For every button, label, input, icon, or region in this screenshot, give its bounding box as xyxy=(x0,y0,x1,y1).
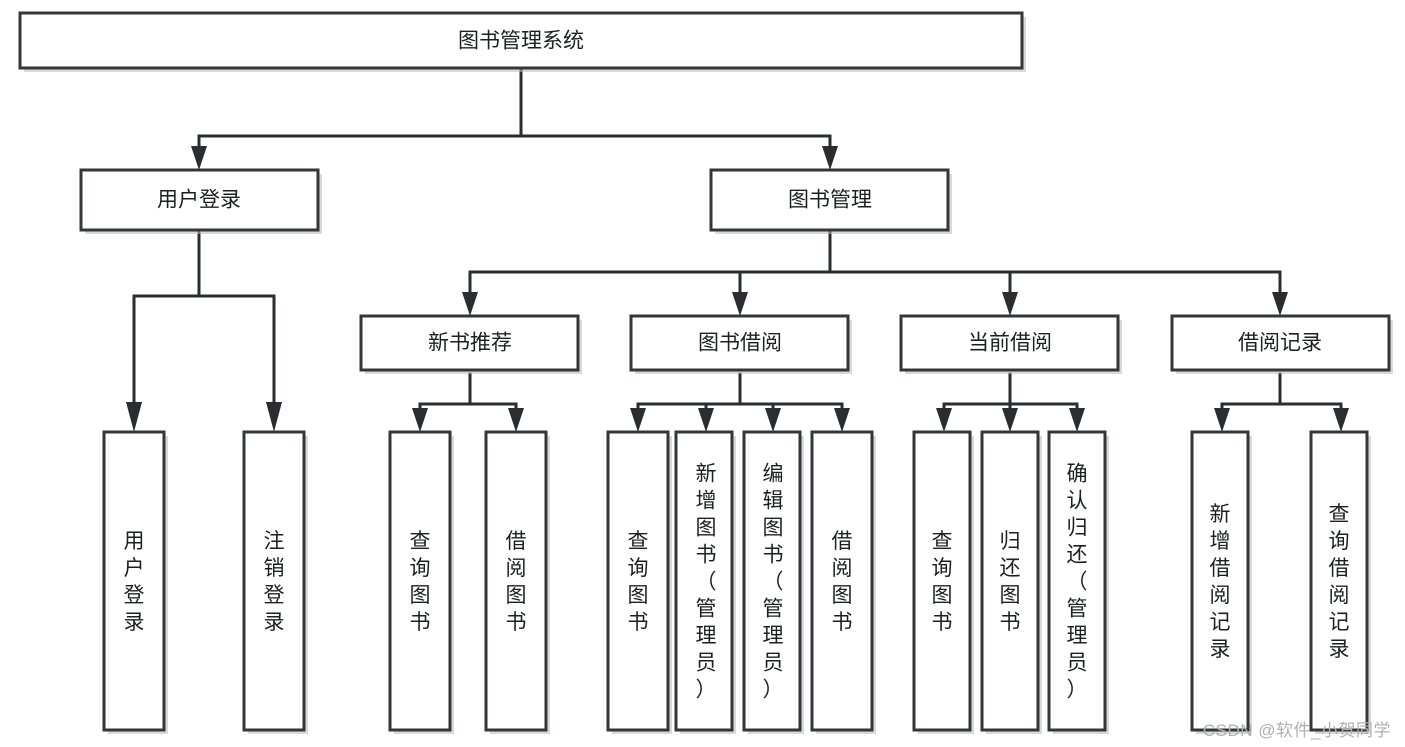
arrow-head-bookmgmt xyxy=(822,146,838,170)
node-borrow[interactable]: 图书借阅 xyxy=(629,314,852,374)
node-borrow-box xyxy=(629,314,850,372)
arrow-head-leaf-2 xyxy=(266,402,282,432)
node-bookmgmt-label: 图书管理 xyxy=(788,189,872,212)
connector-layer xyxy=(126,66,1349,432)
node-login-label: 用户登录 xyxy=(157,189,241,212)
node-root[interactable]: 图书管理系统 xyxy=(18,11,1026,72)
arrow-head-leaf-12 xyxy=(1214,408,1230,432)
arrow-head-leaf-10 xyxy=(1002,408,1018,432)
arrow-head-leaf-11 xyxy=(1069,408,1085,432)
node-records-label: 借阅记录 xyxy=(1238,332,1322,355)
node-leaf-6-box xyxy=(674,430,734,732)
node-leaf-12[interactable]: 新增借阅记录 xyxy=(1190,430,1252,734)
node-leaf-1[interactable]: 用户登录 xyxy=(102,430,168,734)
arrow-head-borrow xyxy=(732,292,748,316)
node-login-box xyxy=(79,168,320,232)
node-leaf-3-box xyxy=(388,430,452,732)
arrow-head-leaf-1 xyxy=(126,402,142,432)
node-current[interactable]: 当前借阅 xyxy=(899,314,1122,374)
node-leaf-4[interactable]: 借阅图书 xyxy=(484,430,550,734)
node-root-box xyxy=(18,11,1024,70)
node-leaf-7[interactable]: 编辑图书（管理员） xyxy=(742,430,804,734)
node-leaf-13[interactable]: 查询借阅记录 xyxy=(1309,430,1371,734)
node-leaf-2[interactable]: 注销登录 xyxy=(242,430,308,734)
node-leaf-10-box xyxy=(980,430,1040,732)
node-newbook-label: 新书推荐 xyxy=(428,332,512,355)
node-current-box xyxy=(899,314,1120,372)
node-leaf-10-label: 归还图书 xyxy=(1000,530,1021,634)
node-leaf-13-box xyxy=(1309,430,1369,732)
node-leaf-7-box xyxy=(742,430,802,732)
node-leaf-4-label: 借阅图书 xyxy=(506,530,527,634)
node-newbook-box xyxy=(359,314,580,372)
node-leaf-1-label: 用户登录 xyxy=(124,530,145,634)
node-leaf-13-label: 查询借阅记录 xyxy=(1329,503,1350,661)
arrow-head-leaf-13 xyxy=(1333,408,1349,432)
node-leaf-6[interactable]: 新增图书（管理员） xyxy=(674,430,736,734)
node-leaf-11-box xyxy=(1047,430,1107,732)
node-leaf-10[interactable]: 归还图书 xyxy=(980,430,1042,734)
node-leaf-8-box xyxy=(810,430,874,732)
node-bookmgmt-box xyxy=(709,168,950,232)
arrow-head-records xyxy=(1272,292,1288,316)
node-login[interactable]: 用户登录 xyxy=(79,168,322,234)
node-leaf-5[interactable]: 查询图书 xyxy=(606,430,672,734)
arrow-head-newbook xyxy=(462,292,478,316)
node-leaf-4-box xyxy=(484,430,548,732)
node-leaf-9[interactable]: 查询图书 xyxy=(912,430,974,734)
node-leaf-8[interactable]: 借阅图书 xyxy=(810,430,876,734)
node-leaf-8-label: 借阅图书 xyxy=(832,530,853,634)
node-leaf-7-label: 编辑图书（管理员） xyxy=(763,463,784,702)
node-newbook[interactable]: 新书推荐 xyxy=(359,314,582,374)
node-leaf-9-box xyxy=(912,430,972,732)
node-borrow-label: 图书借阅 xyxy=(698,332,782,355)
node-leaf-11-label: 确认归还（管理员） xyxy=(1067,463,1088,702)
node-leaf-11[interactable]: 确认归还（管理员） xyxy=(1047,430,1109,734)
arrow-head-leaf-7 xyxy=(765,408,781,432)
arrow-head-leaf-9 xyxy=(936,408,952,432)
node-leaf-5-box xyxy=(606,430,670,732)
node-leaf-12-box xyxy=(1190,430,1250,732)
arrow-head-leaf-8 xyxy=(834,408,850,432)
node-current-label: 当前借阅 xyxy=(968,332,1052,355)
node-records-box xyxy=(1170,314,1391,372)
node-leaf-1-box xyxy=(102,430,166,732)
node-leaf-2-label: 注销登录 xyxy=(264,530,285,634)
arrow-head-leaf-5 xyxy=(630,408,646,432)
node-leaf-3[interactable]: 查询图书 xyxy=(388,430,454,734)
arrow-head-login xyxy=(191,146,207,170)
node-bookmgmt[interactable]: 图书管理 xyxy=(709,168,952,234)
arrow-head-leaf-4 xyxy=(508,408,524,432)
node-leaf-12-label: 新增借阅记录 xyxy=(1210,503,1231,661)
arrow-head-leaf-6 xyxy=(698,408,714,432)
arrow-head-current xyxy=(1002,292,1018,316)
node-records[interactable]: 借阅记录 xyxy=(1170,314,1393,374)
node-leaf-5-label: 查询图书 xyxy=(628,530,649,634)
node-root-label: 图书管理系统 xyxy=(458,30,584,53)
node-leaf-9-label: 查询图书 xyxy=(932,530,953,634)
arrow-head-leaf-3 xyxy=(412,408,428,432)
node-leaf-6-label: 新增图书（管理员） xyxy=(696,463,717,702)
node-leaf-3-label: 查询图书 xyxy=(410,530,431,634)
node-leaf-2-box xyxy=(242,430,306,732)
